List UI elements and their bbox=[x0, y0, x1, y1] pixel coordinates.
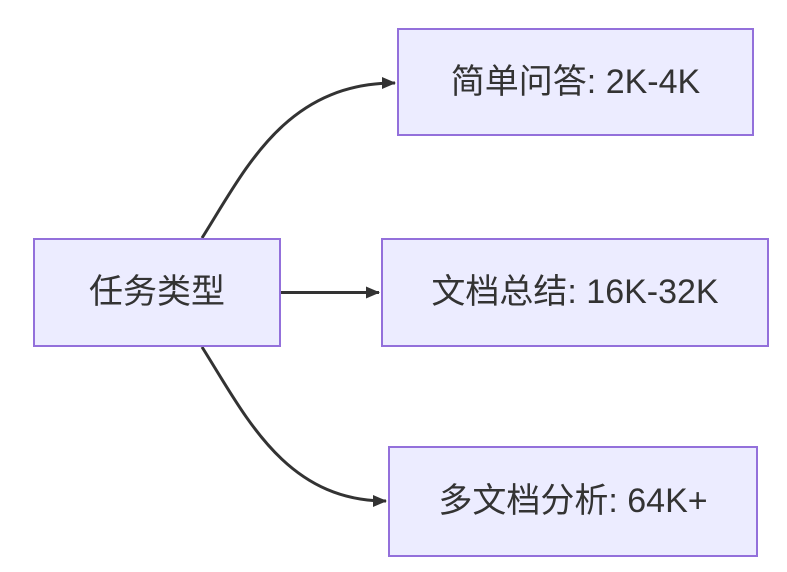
edge-root-to-multi-doc bbox=[200, 346, 387, 507]
node-task-type-label: 任务类型 bbox=[89, 273, 225, 312]
node-multi-doc-label: 多文档分析: 64K+ bbox=[438, 482, 708, 521]
node-simple-qa: 简单问答: 2K-4K bbox=[397, 28, 754, 136]
node-multi-doc: 多文档分析: 64K+ bbox=[388, 446, 758, 557]
edge-root-to-simple-qa bbox=[200, 77, 396, 239]
node-doc-summary-label: 文档总结: 16K-32K bbox=[431, 273, 719, 312]
node-simple-qa-label: 简单问答: 2K-4K bbox=[450, 62, 701, 101]
node-task-type: 任务类型 bbox=[33, 238, 281, 347]
node-doc-summary: 文档总结: 16K-32K bbox=[381, 238, 769, 347]
